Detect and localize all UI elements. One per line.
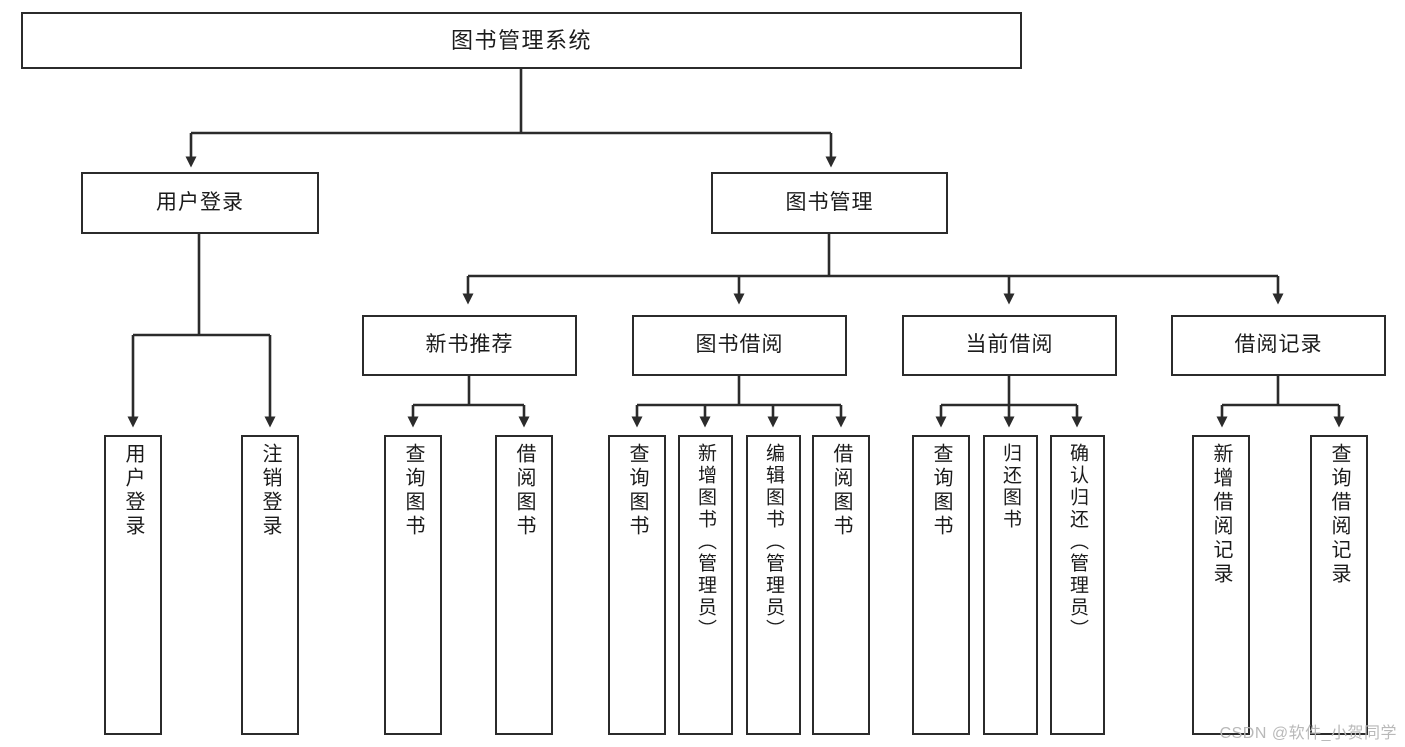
- leaf-query-book-new-rec[interactable]: 查询图书: [384, 435, 442, 735]
- node-label: 注销登录: [259, 443, 281, 539]
- node-label: 新书推荐: [425, 333, 514, 357]
- leaf-borrow-book-borrow[interactable]: 借阅图书: [812, 435, 870, 735]
- node-label: 图书管理: [785, 190, 874, 214]
- node-book-manage[interactable]: 图书管理: [711, 172, 948, 234]
- node-label: 归还图书: [1000, 443, 1021, 531]
- node-current-borrow[interactable]: 当前借阅: [902, 315, 1117, 376]
- leaf-borrow-book-new-rec[interactable]: 借阅图书: [495, 435, 553, 735]
- node-label: 借阅记录: [1234, 333, 1323, 357]
- node-book-borrow[interactable]: 图书借阅: [632, 315, 847, 376]
- node-label: 图书管理系统: [450, 27, 592, 53]
- leaf-query-book-current[interactable]: 查询图书: [912, 435, 970, 735]
- node-label: 借阅图书: [513, 443, 535, 539]
- node-label: 确认归还（管理员）: [1067, 443, 1088, 641]
- node-label: 当前借阅: [965, 333, 1054, 357]
- node-borrow-record[interactable]: 借阅记录: [1171, 315, 1386, 376]
- leaf-confirm-return-admin[interactable]: 确认归还（管理员）: [1050, 435, 1105, 735]
- node-user-login[interactable]: 用户登录: [81, 172, 319, 234]
- leaf-add-borrow-record[interactable]: 新增借阅记录: [1192, 435, 1250, 735]
- leaf-edit-book-admin[interactable]: 编辑图书（管理员）: [746, 435, 801, 735]
- node-new-book-rec[interactable]: 新书推荐: [362, 315, 577, 376]
- leaf-logout[interactable]: 注销登录: [241, 435, 299, 735]
- leaf-query-borrow-record[interactable]: 查询借阅记录: [1310, 435, 1368, 735]
- leaf-add-book-admin[interactable]: 新增图书（管理员）: [678, 435, 733, 735]
- leaf-user-login[interactable]: 用户登录: [104, 435, 162, 735]
- node-label: 查询图书: [930, 443, 952, 539]
- node-label: 查询借阅记录: [1328, 443, 1350, 587]
- node-label: 编辑图书（管理员）: [763, 443, 784, 641]
- node-label: 用户登录: [122, 443, 144, 539]
- node-label: 查询图书: [402, 443, 424, 539]
- leaf-return-book[interactable]: 归还图书: [983, 435, 1038, 735]
- node-root-system[interactable]: 图书管理系统: [21, 12, 1022, 69]
- node-label: 新增借阅记录: [1210, 443, 1232, 587]
- node-label: 新增图书（管理员）: [695, 443, 716, 641]
- node-label: 查询图书: [626, 443, 648, 539]
- node-label: 图书借阅: [695, 333, 784, 357]
- csdn-watermark: CSDN @软件_小贺同学: [1219, 725, 1397, 742]
- node-label: 借阅图书: [830, 443, 852, 539]
- node-label: 用户登录: [156, 190, 244, 214]
- leaf-query-book-borrow[interactable]: 查询图书: [608, 435, 666, 735]
